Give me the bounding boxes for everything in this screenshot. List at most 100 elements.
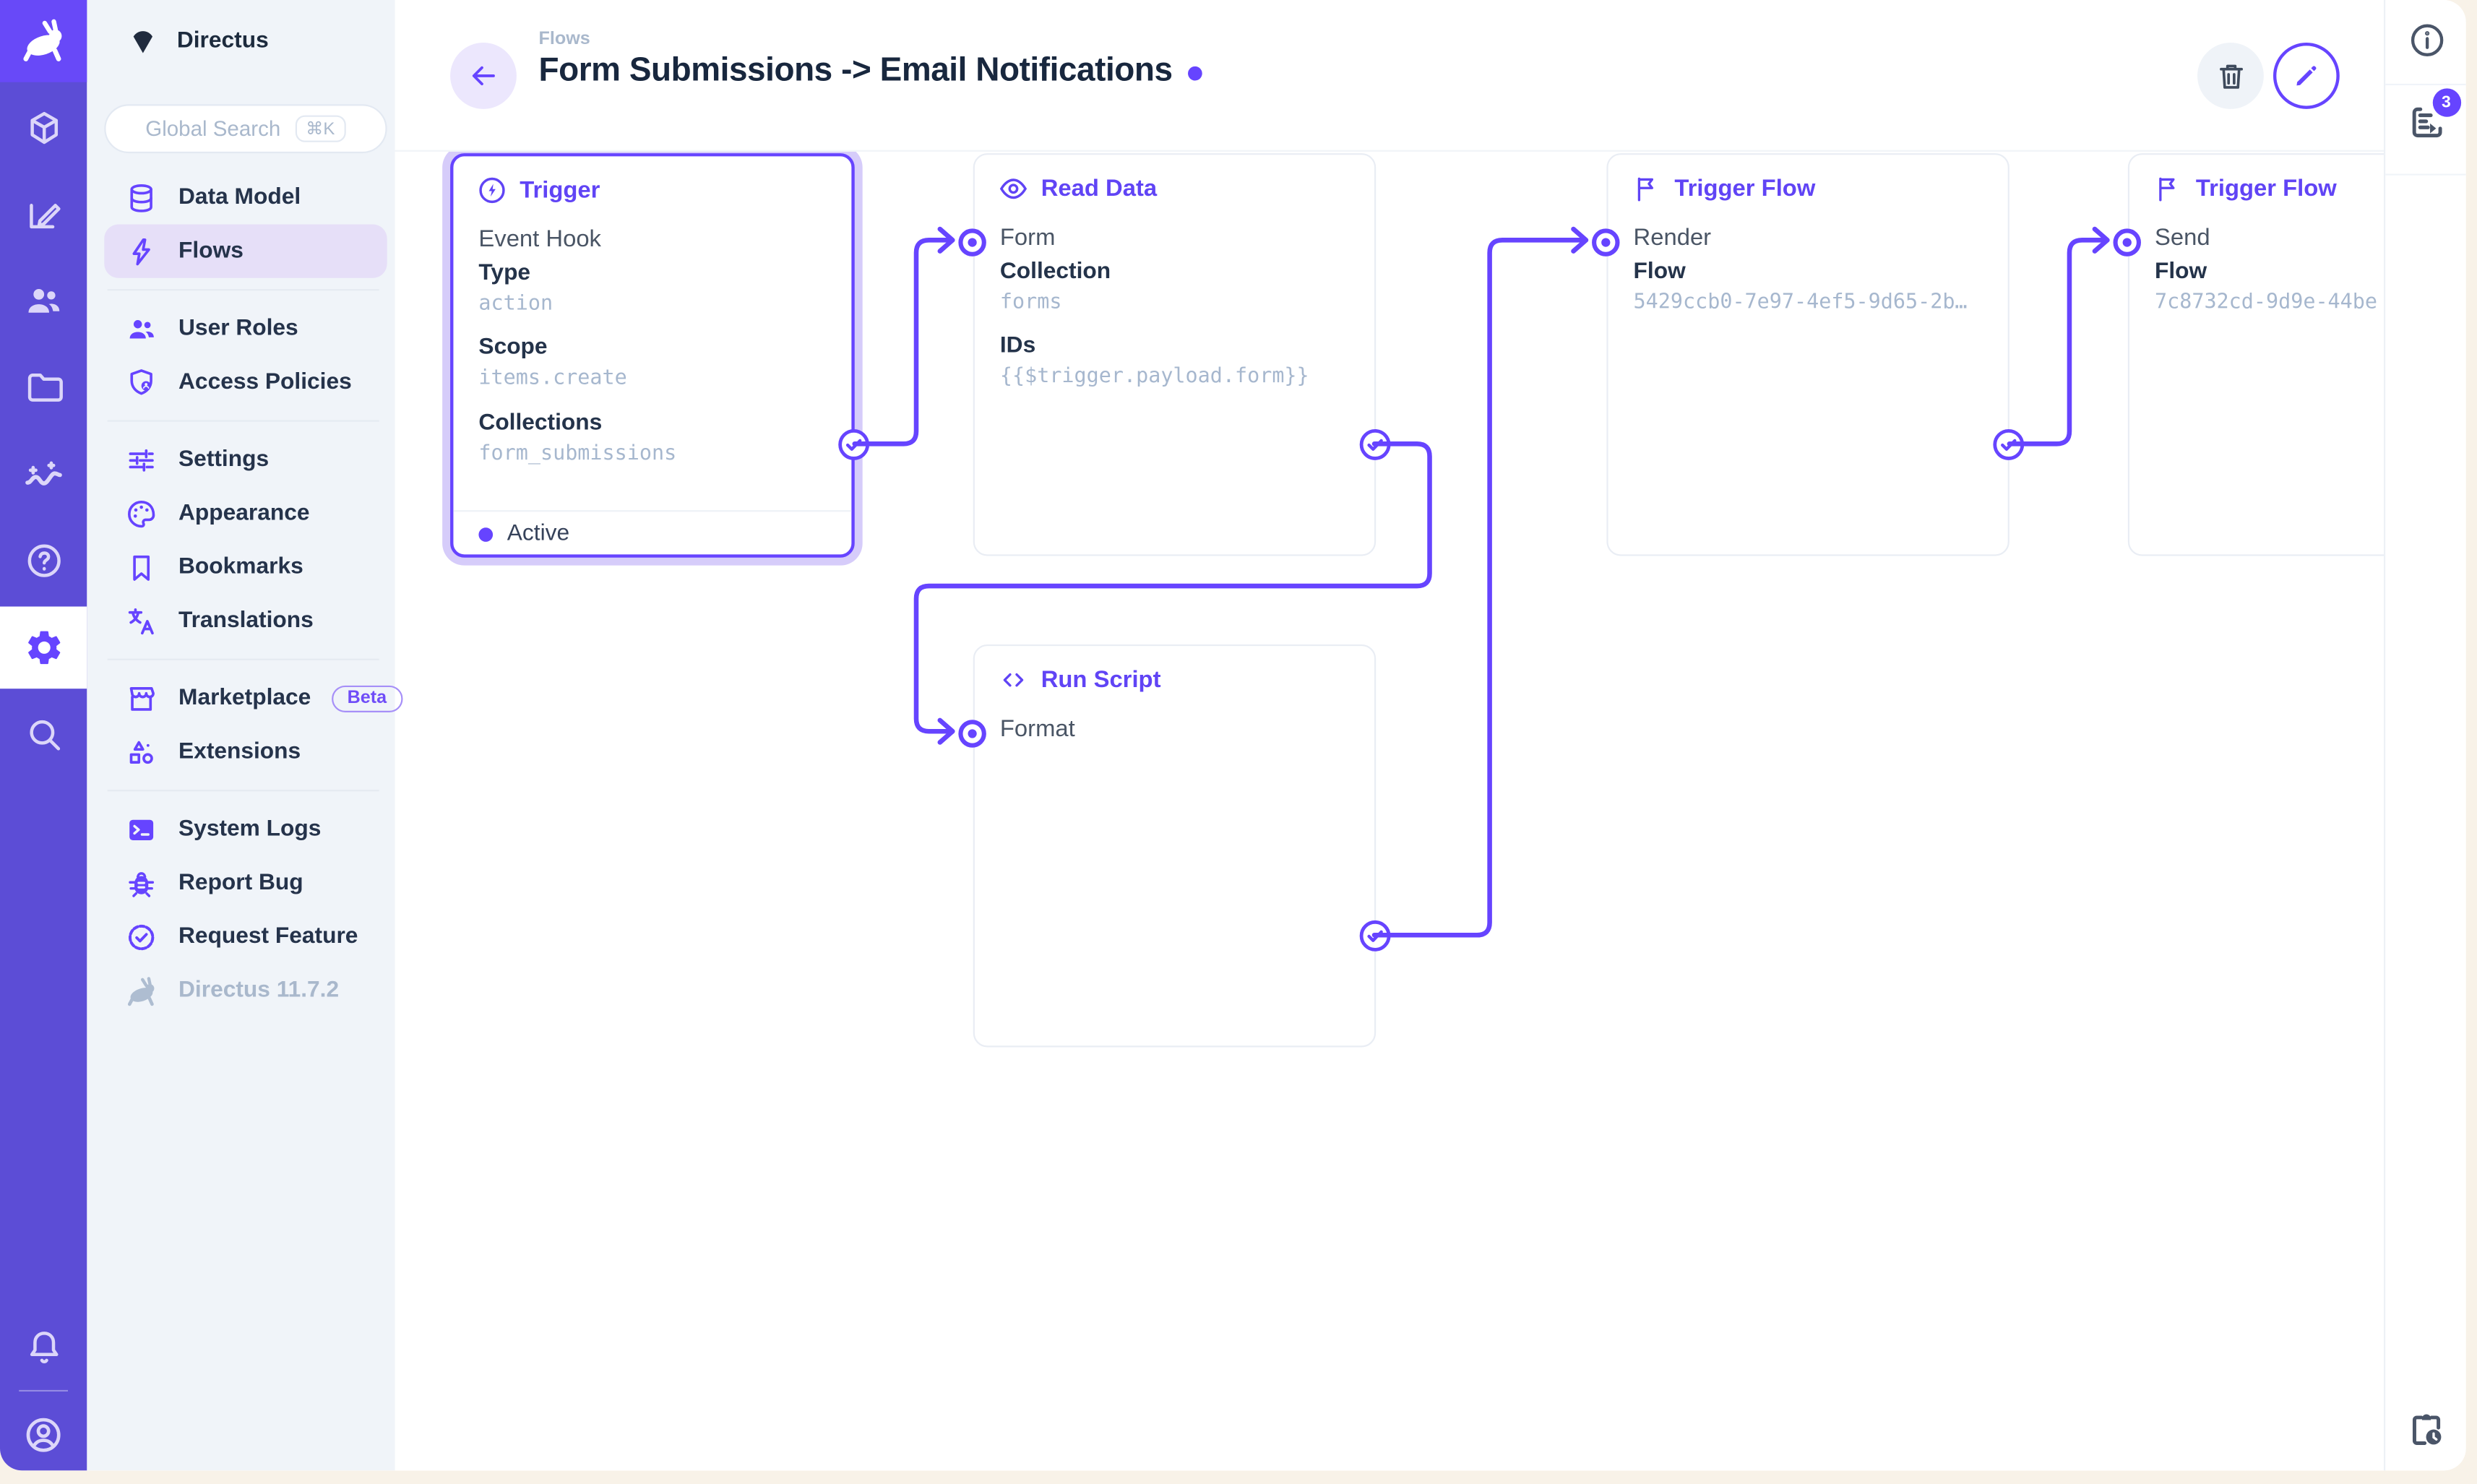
resolve-connector[interactable] <box>1358 919 1391 952</box>
panel-type-label: Trigger <box>520 176 600 204</box>
edit-flow-button[interactable] <box>2273 43 2340 109</box>
flag-icon <box>1632 173 1662 204</box>
sidebar-divider <box>107 289 379 291</box>
panel-field-value: 5429ccb0-7e97-4ef5-9d65-2b… <box>1633 290 1968 315</box>
resolve-connector[interactable] <box>837 428 871 461</box>
sidebar-item-settings[interactable]: Settings <box>104 433 387 486</box>
bookmark-icon <box>125 551 158 584</box>
bolt-icon <box>125 235 158 268</box>
project-header[interactable]: Directus <box>87 0 395 82</box>
panel-type-label: Trigger Flow <box>1674 175 1816 202</box>
back-button[interactable] <box>450 43 517 109</box>
sidebar-item-bookmarks[interactable]: Bookmarks <box>104 540 387 594</box>
sidebar-item-request-feature[interactable]: Request Feature <box>104 910 387 963</box>
module-bar <box>0 0 87 1471</box>
sidebar-item-label: Extensions <box>178 739 301 765</box>
flow-panel-read-data[interactable]: Read Data Form Collection forms IDs {{$t… <box>958 153 1390 556</box>
code-icon <box>999 665 1029 695</box>
sidebar-item-label: Data Model <box>178 184 301 210</box>
active-module-highlight <box>0 606 87 689</box>
input-connector[interactable] <box>956 225 989 259</box>
help-icon <box>23 540 64 582</box>
module-insights[interactable] <box>22 452 66 496</box>
module-content[interactable] <box>22 105 66 150</box>
sidebar-item-user-roles[interactable]: User Roles <box>104 302 387 355</box>
flow-panel-run-script[interactable]: Run Script Format <box>958 644 1390 1048</box>
panel-type-label: Read Data <box>1041 175 1158 202</box>
panel-field-value: action <box>478 292 553 316</box>
sidebar-item-label: Marketplace <box>178 685 311 711</box>
sidebar-item-report-bug[interactable]: Report Bug <box>104 856 387 910</box>
breadcrumb[interactable]: Flows <box>538 30 590 49</box>
sidebar-item-translations[interactable]: Translations <box>104 594 387 647</box>
beta-badge: Beta <box>331 684 402 712</box>
flow-panel-trigger-flow-render[interactable]: Trigger Flow Render Flow 5429ccb0-7e97-4… <box>1592 153 2024 556</box>
module-files[interactable] <box>22 365 66 409</box>
logs-button[interactable]: 3 <box>2404 88 2461 148</box>
account-button[interactable] <box>22 1412 66 1456</box>
sidebar-item-appearance[interactable]: Appearance <box>104 486 387 540</box>
panel-type-label: Run Script <box>1041 666 1161 694</box>
sidebar-nav: Data Model Flows User Roles <box>87 171 402 1017</box>
sidebar-item-data-model[interactable]: Data Model <box>104 171 387 224</box>
input-connector[interactable] <box>956 716 989 749</box>
panel-field-label: Flow <box>2155 259 2207 285</box>
module-settings[interactable] <box>22 626 66 670</box>
users-icon <box>22 279 65 322</box>
flow-panel-trigger-flow-send[interactable]: Trigger Flow Send Flow 7c8732cd-9d9e-44b… <box>2113 153 2385 556</box>
notifications-button[interactable] <box>22 1325 66 1369</box>
folder-icon <box>23 366 64 407</box>
resolve-connector[interactable] <box>1358 428 1391 461</box>
database-icon <box>125 181 158 214</box>
sidebar-item-label: Report Bug <box>178 870 303 896</box>
sidebar-item-label: Settings <box>178 447 270 473</box>
directus-fan-logo-icon <box>128 26 158 56</box>
global-search-input[interactable]: Global Search ⌘K <box>104 104 387 154</box>
input-connector[interactable] <box>2111 225 2144 259</box>
flag-icon <box>2153 173 2184 204</box>
sidebar-divider <box>107 790 379 792</box>
pencil-icon <box>2291 60 2322 92</box>
sidebar-item-marketplace[interactable]: Marketplace Beta <box>104 671 402 725</box>
arrow-left-icon <box>466 59 501 93</box>
sidebar-item-extensions[interactable]: Extensions <box>104 725 387 778</box>
resolve-connector[interactable] <box>1991 428 2025 461</box>
account-circle-icon <box>22 1413 65 1456</box>
flow-canvas[interactable]: Trigger Event Hook Type action Scope ite… <box>395 151 2385 1471</box>
page-header: Flows Form Submissions -> Email Notifica… <box>395 0 2385 152</box>
right-sidebar: 3 <box>2384 0 2466 1471</box>
delete-flow-button[interactable] <box>2197 43 2264 109</box>
bug-icon <box>125 866 158 900</box>
extensions-icon <box>125 735 158 769</box>
sliders-icon <box>125 443 158 476</box>
module-users[interactable] <box>22 278 66 322</box>
module-editor[interactable] <box>22 193 66 237</box>
panel-field-label: Scope <box>478 335 548 361</box>
trash-icon <box>2214 59 2247 92</box>
sidebar-item-system-logs[interactable]: System Logs <box>104 803 387 856</box>
main-content: Flows Form Submissions -> Email Notifica… <box>395 0 2385 1471</box>
translate-icon <box>125 604 158 637</box>
panel-field-label: Flow <box>1633 259 1686 285</box>
version-label: Directus 11.7.2 <box>178 978 340 1004</box>
panel-field-value: 7c8732cd-9d9e-44be <box>2155 290 2378 315</box>
sidebar-item-flows[interactable]: Flows <box>104 224 387 278</box>
unsaved-indicator-dot <box>1188 65 1203 80</box>
module-help[interactable] <box>22 539 66 583</box>
right-sidebar-divider <box>2385 83 2466 86</box>
flow-info-button[interactable] <box>2404 17 2448 61</box>
flow-panel-trigger[interactable]: Trigger Event Hook Type action Scope ite… <box>450 153 870 558</box>
module-search[interactable] <box>22 712 66 756</box>
rabbit-logo-icon <box>18 16 69 66</box>
sidebar-item-access-policies[interactable]: Access Policies <box>104 355 387 409</box>
info-icon <box>2407 20 2447 59</box>
pending-revisions-button[interactable] <box>2404 1410 2448 1454</box>
project-logo-tile[interactable] <box>0 0 87 82</box>
bolt-circle-icon <box>477 176 507 206</box>
rabbit-icon <box>125 974 158 1007</box>
input-connector[interactable] <box>1589 225 1622 259</box>
panel-field-value: forms <box>999 290 1062 315</box>
search-shortcut-badge: ⌘K <box>294 115 346 142</box>
